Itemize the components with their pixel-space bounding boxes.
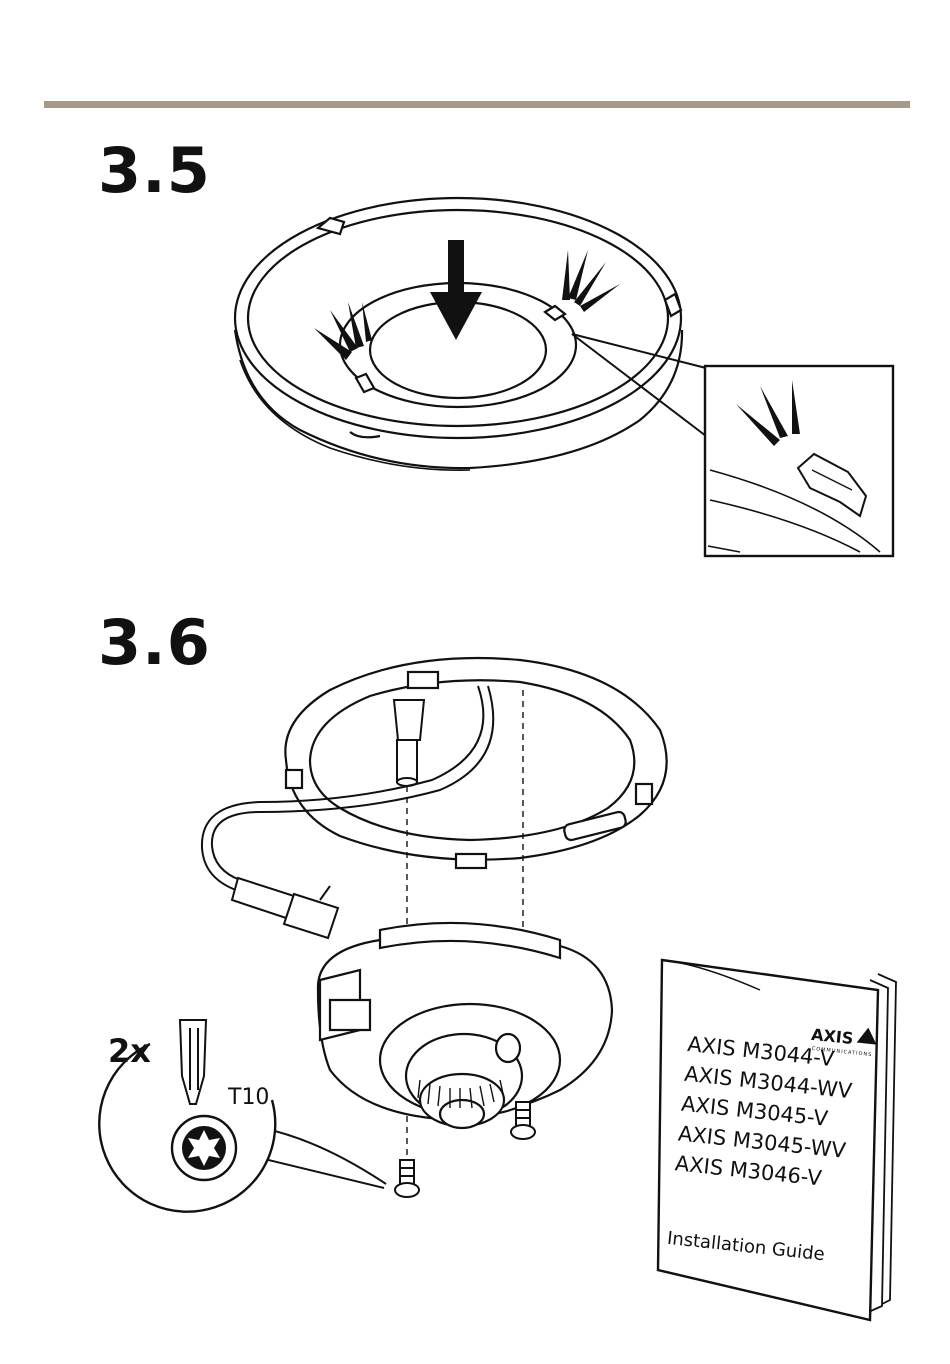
rj45-connector [232,878,338,938]
detail-box [705,366,893,556]
bit-size-label: T10 [227,1085,269,1110]
screw-left [395,1160,419,1197]
mounting-plate [285,658,666,868]
torx-socket-icon [172,1116,236,1180]
quantity-label: 2x [108,1032,151,1070]
installation-guide-booklet: AXIS COMMUNICATIONS AXIS M3044-V AXIS M3… [658,960,896,1320]
camera-body [318,923,612,1128]
